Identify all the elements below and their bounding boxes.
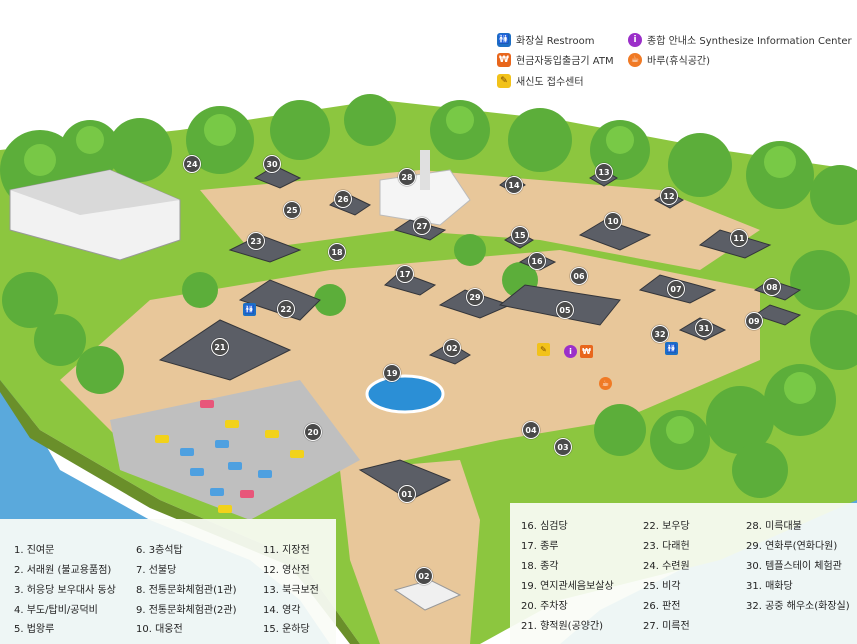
place-item[interactable]: 28. 미륵대불 <box>746 521 802 532</box>
place-item[interactable]: 9. 전통문화체험관(2관) <box>136 605 237 616</box>
place-list-right: 16. 심검당 17. 종루 18. 종각 19. 연지관세음보살상 20. 주… <box>510 503 857 644</box>
place-item[interactable]: 16. 심검당 <box>521 521 568 532</box>
marker-18[interactable]: 18 <box>328 243 346 261</box>
marker-17[interactable]: 17 <box>396 265 414 283</box>
marker-16[interactable]: 16 <box>528 252 546 270</box>
place-item[interactable]: 24. 수련원 <box>643 561 690 572</box>
marker-23[interactable]: 23 <box>247 232 265 250</box>
marker-04[interactable]: 04 <box>522 421 540 439</box>
place-item[interactable]: 3. 허응당 보우대사 동상 <box>14 585 116 596</box>
reception-icon: ✎ <box>497 73 511 88</box>
marker-27[interactable]: 27 <box>413 217 431 235</box>
legend-info-label: 종합 안내소 Synthesize Information Center <box>647 36 852 47</box>
legend-restroom: 🚻 화장실 Restroom <box>497 32 594 47</box>
place-item[interactable]: 32. 공중 해우소(화장실) <box>746 601 850 612</box>
atm-icon: ₩ <box>497 52 511 67</box>
place-item[interactable]: 17. 종루 <box>521 541 559 552</box>
forest-highlight <box>24 106 816 444</box>
marker-10[interactable]: 10 <box>604 212 622 230</box>
legend-atm-label: 현금자동입출금기 ATM <box>516 56 614 67</box>
marker-08[interactable]: 08 <box>763 278 781 296</box>
marker-20[interactable]: 20 <box>304 423 322 441</box>
place-item[interactable]: 4. 부도/탑비/공덕비 <box>14 605 98 616</box>
place-item[interactable]: 14. 영각 <box>263 605 301 616</box>
marker-29[interactable]: 29 <box>466 288 484 306</box>
place-item[interactable]: 10. 대웅전 <box>136 624 183 635</box>
cafe-icon: ☕ <box>628 52 642 67</box>
marker-31[interactable]: 31 <box>695 319 713 337</box>
place-item[interactable]: 31. 매화당 <box>746 581 793 592</box>
legend-cafe-label: 바루(휴식공간) <box>647 56 711 67</box>
marker-09[interactable]: 09 <box>745 312 763 330</box>
place-item[interactable]: 27. 미륵전 <box>643 621 690 632</box>
place-item[interactable]: 12. 영산전 <box>263 565 310 576</box>
place-item[interactable]: 18. 종각 <box>521 561 559 572</box>
legend-reception: ✎ 새신도 접수센터 <box>497 73 584 88</box>
marker-02[interactable]: 02 <box>415 567 433 585</box>
lotus-pond <box>365 374 445 414</box>
parked-cars <box>155 400 304 513</box>
marker-28[interactable]: 28 <box>398 168 416 186</box>
training-center-building <box>9 169 181 261</box>
place-item[interactable]: 7. 선불당 <box>136 565 177 576</box>
marker-03[interactable]: 03 <box>554 438 572 456</box>
restroom-icon[interactable]: 🚻 <box>243 303 256 316</box>
marker-24[interactable]: 24 <box>183 155 201 173</box>
marker-05[interactable]: 05 <box>556 301 574 319</box>
marker-11[interactable]: 11 <box>730 229 748 247</box>
place-item[interactable]: 21. 향적원(공양간) <box>521 621 604 632</box>
reception-icon[interactable]: ✎ <box>537 343 550 356</box>
place-item[interactable]: 29. 연화루(연화다원) <box>746 541 838 552</box>
marker-01[interactable]: 01 <box>398 485 416 503</box>
atm-icon[interactable]: ₩ <box>580 345 593 358</box>
marker-02-gift[interactable]: 02 <box>443 339 461 357</box>
parking-lot <box>110 380 360 520</box>
cafe-icon[interactable]: ☕ <box>599 377 612 390</box>
place-item[interactable]: 25. 비각 <box>643 581 681 592</box>
place-item[interactable]: 5. 법왕루 <box>14 624 55 635</box>
marker-13[interactable]: 13 <box>595 163 613 181</box>
marker-12[interactable]: 12 <box>660 187 678 205</box>
marker-14[interactable]: 14 <box>505 176 523 194</box>
legend-atm: ₩ 현금자동입출금기 ATM <box>497 52 614 67</box>
place-list-left: 1. 진여문 2. 서래원 (불교용품점) 3. 허응당 보우대사 동상 4. … <box>0 519 336 644</box>
marker-07[interactable]: 07 <box>667 280 685 298</box>
marker-06[interactable]: 06 <box>570 267 588 285</box>
legend-cafe: ☕ 바루(휴식공간) <box>628 52 710 67</box>
place-item[interactable]: 15. 운하당 <box>263 624 310 635</box>
ground-edge <box>0 380 360 644</box>
place-item[interactable]: 13. 북극보전 <box>263 585 319 596</box>
place-item[interactable]: 30. 템플스테이 체험관 <box>746 561 842 572</box>
place-item[interactable]: 1. 진여문 <box>14 545 55 556</box>
place-item[interactable]: 22. 보우당 <box>643 521 690 532</box>
place-item[interactable]: 11. 지장전 <box>263 545 310 556</box>
legend-info: i 종합 안내소 Synthesize Information Center <box>628 32 852 47</box>
place-item[interactable]: 19. 연지관세음보살상 <box>521 581 614 592</box>
legend-restroom-label: 화장실 Restroom <box>516 36 595 47</box>
restroom-icon[interactable]: 🚻 <box>665 342 678 355</box>
marker-15[interactable]: 15 <box>511 226 529 244</box>
place-item[interactable]: 6. 3층석탑 <box>136 545 183 556</box>
place-item[interactable]: 20. 주차장 <box>521 601 568 612</box>
marker-26[interactable]: 26 <box>334 190 352 208</box>
info-icon: i <box>628 32 642 47</box>
info-icon[interactable]: i <box>564 345 577 358</box>
place-item[interactable]: 26. 판전 <box>643 601 681 612</box>
place-item[interactable]: 23. 다래헌 <box>643 541 690 552</box>
marker-22[interactable]: 22 <box>277 300 295 318</box>
marker-30[interactable]: 30 <box>263 155 281 173</box>
legend-reception-label: 새신도 접수센터 <box>516 77 584 88</box>
marker-32[interactable]: 32 <box>651 325 669 343</box>
marker-19[interactable]: 19 <box>383 364 401 382</box>
place-item[interactable]: 2. 서래원 (불교용품점) <box>14 565 112 576</box>
marker-21[interactable]: 21 <box>211 338 229 356</box>
marker-25[interactable]: 25 <box>283 201 301 219</box>
restroom-icon: 🚻 <box>497 32 511 47</box>
place-item[interactable]: 8. 전통문화체험관(1관) <box>136 585 237 596</box>
